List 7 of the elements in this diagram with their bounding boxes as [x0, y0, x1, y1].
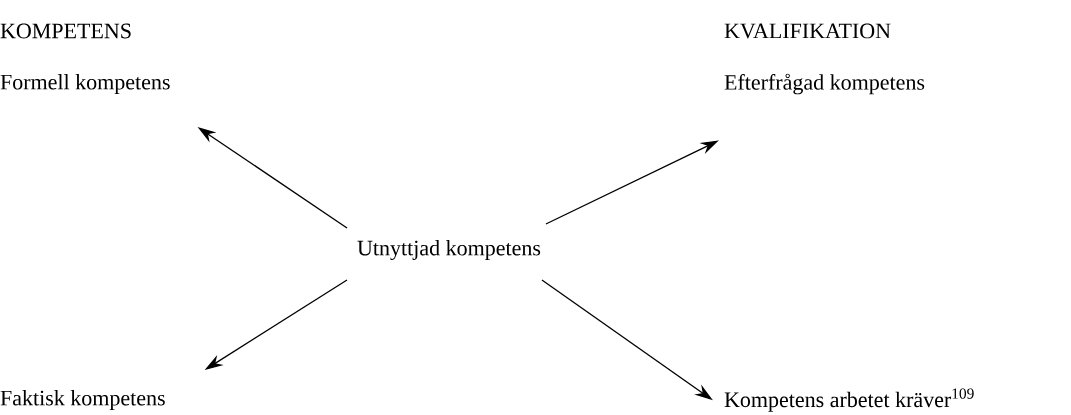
node-text: Efterfrågad kompetens: [724, 73, 925, 95]
heading: KVALIFIKATION: [724, 23, 891, 39]
node-text: Utnyttjad kompetens: [357, 240, 541, 260]
node-text: Formell kompetens: [0, 74, 170, 94]
node-text: Kompetens arbetet kräver$^{109}$: [724, 388, 974, 412]
heading: KOMPETENS: [0, 23, 131, 39]
node-text: Faktisk kompetens: [0, 390, 165, 410]
